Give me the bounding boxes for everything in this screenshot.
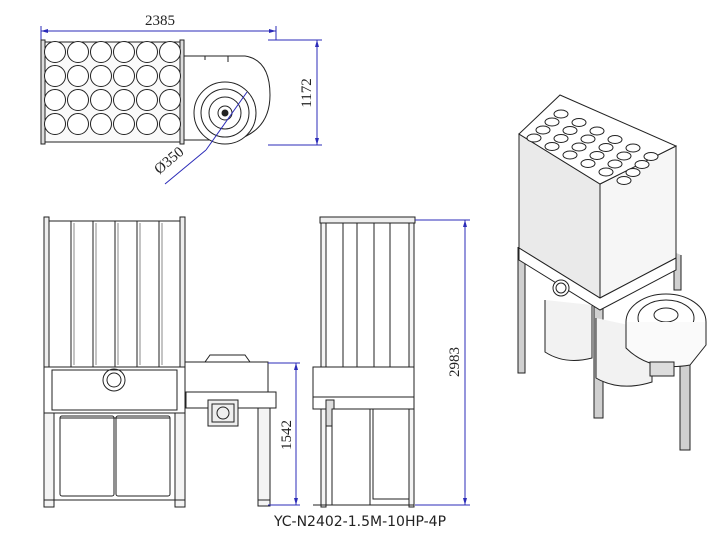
top-view: [40, 26, 322, 185]
filter-circle: [67, 41, 89, 63]
iso-filter-top: [553, 134, 569, 143]
filter-circle: [90, 113, 112, 135]
filter-circle: [113, 89, 135, 111]
filter-grid: [44, 41, 181, 135]
iso-filter-top: [607, 135, 623, 144]
iso-filter-top: [580, 134, 596, 144]
filter-circle: [159, 65, 181, 87]
filter-circle: [113, 113, 135, 135]
filter-circle: [159, 89, 181, 111]
filter-circle: [44, 89, 66, 111]
iso-filter-top: [544, 117, 560, 127]
filter-circle: [67, 89, 89, 111]
iso-filter-top: [598, 167, 614, 177]
filter-circle: [44, 113, 66, 135]
iso-filter-top: [553, 109, 569, 119]
iso-filter-top: [634, 160, 650, 169]
iso-filter-top: [562, 150, 578, 160]
isometric-view: [517, 94, 707, 451]
filter-circle: [67, 113, 89, 135]
filter-circle: [159, 41, 181, 63]
filter-circle: [44, 41, 66, 63]
filter-circle: [90, 41, 112, 63]
iso-filter-top: [616, 151, 632, 161]
iso-filter-top: [571, 118, 587, 127]
filter-circle: [90, 89, 112, 111]
side-view: [312, 216, 470, 508]
filter-circle: [136, 41, 158, 63]
filter-circle: [67, 65, 89, 87]
filter-circle: [44, 65, 66, 87]
iso-filter-top: [526, 133, 542, 143]
iso-filter-top: [580, 159, 596, 168]
iso-filter-top: [562, 126, 578, 135]
filter-circle: [136, 65, 158, 87]
iso-filter-top: [571, 142, 587, 152]
iso-filter-top: [544, 142, 560, 151]
filter-circle: [159, 113, 181, 135]
iso-filter-top: [607, 159, 623, 169]
dim-inlet-diameter: Ø350: [152, 144, 188, 178]
iso-filter-top: [616, 176, 632, 185]
dim-overall-width: 2385: [145, 13, 175, 29]
iso-filter-top: [535, 125, 551, 135]
iso-filter-top: [589, 151, 605, 160]
filter-circle: [136, 113, 158, 135]
filter-circle: [90, 65, 112, 87]
filter-circle: [113, 41, 135, 63]
filter-circle: [136, 89, 158, 111]
iso-filter-top: [625, 143, 641, 153]
dim-top-depth: 1172: [299, 78, 315, 107]
model-caption: YC-N2402-1.5M-10HP-4P: [273, 514, 447, 530]
iso-filter-top: [625, 168, 641, 177]
front-view: [43, 216, 300, 508]
iso-filter-top: [643, 152, 659, 161]
dim-inlet-height: 1542: [279, 420, 295, 450]
iso-filter-top: [589, 126, 605, 136]
iso-filter-top: [598, 143, 614, 152]
dim-overall-height: 2983: [447, 347, 463, 377]
filter-circle: [113, 65, 135, 87]
iso-filter-tubes: [526, 109, 659, 185]
